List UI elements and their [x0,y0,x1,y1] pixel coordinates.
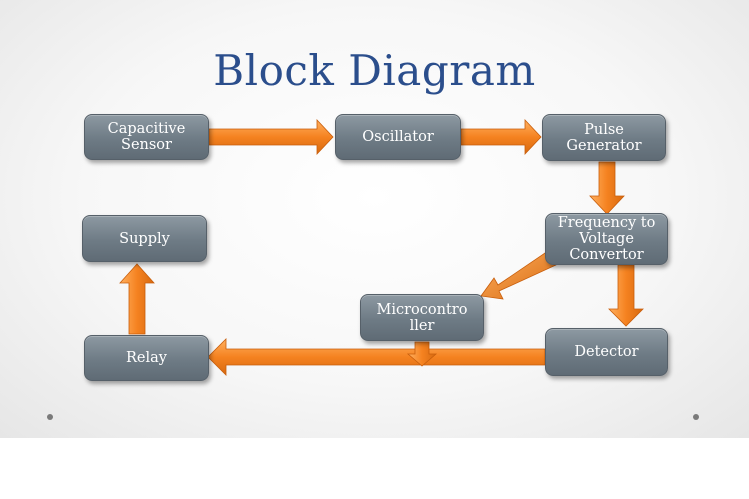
arrow-relay-to-supply [119,263,155,335]
block-label: Relay [126,350,167,366]
block-capacitive-sensor: Capacitive Sensor [84,114,209,160]
slide-dot-left [47,414,53,420]
slide-title: Block Diagram [213,46,536,95]
arrow-detector-to-relay [207,338,546,376]
block-oscillator: Oscillator [335,114,461,160]
connector-arrows [119,118,644,376]
slide-dot-right [693,414,699,420]
arrow-frequency-to-microcontroller [480,250,557,300]
arrow-oscillator-to-pulse [460,118,542,156]
arrow-pulse-to-frequency [589,161,625,215]
block-pulse-generator: Pulse Generator [542,114,666,161]
slide-background: Block Diagram [0,0,749,438]
block-relay: Relay [84,335,209,381]
block-label: Pulse Generator [566,121,642,154]
block-label: Frequency to Voltage Convertor [557,215,656,263]
arrow-microcontroller-to-bus [406,341,438,367]
block-label: Capacitive Sensor [107,121,186,153]
block-supply: Supply [82,215,207,262]
block-microcontroller: Microcontro ller [360,294,484,341]
block-detector: Detector [545,328,668,376]
arrow-frequency-to-detector [608,264,644,327]
block-label: Supply [119,230,170,247]
block-frequency-to-voltage: Frequency to Voltage Convertor [545,213,668,265]
arrow-sensor-to-oscillator [208,118,334,156]
block-label: Detector [574,344,639,360]
block-label: Oscillator [362,129,434,145]
block-label: Microcontro ller [376,301,468,334]
